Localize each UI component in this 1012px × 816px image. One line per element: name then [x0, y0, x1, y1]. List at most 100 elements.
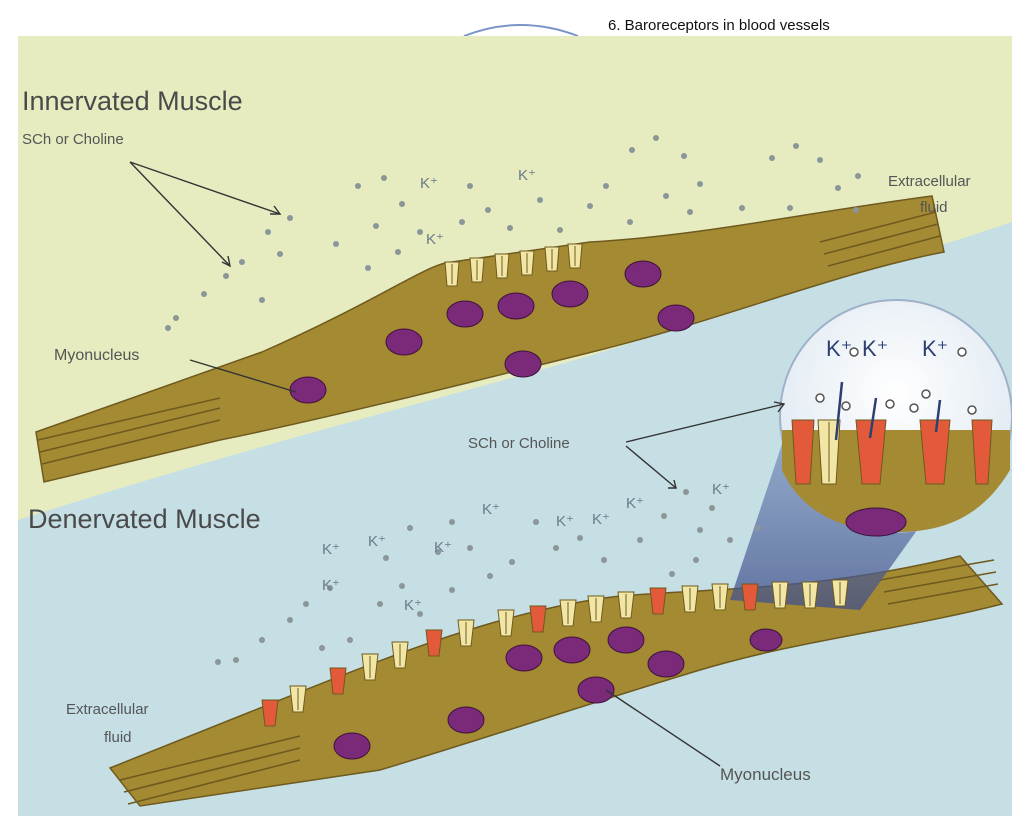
receptor-channel [330, 668, 346, 694]
molecule [239, 259, 245, 265]
receptor-channel [445, 262, 459, 286]
molecule [467, 545, 473, 551]
molecule [727, 537, 733, 543]
molecule [347, 637, 353, 643]
k-ion-label: K⁺ [322, 541, 340, 558]
myonucleus [578, 677, 614, 703]
k-ion-label: K⁺ [922, 336, 948, 361]
molecule [383, 555, 389, 561]
molecule [669, 571, 675, 577]
molecule [377, 601, 383, 607]
myonucleus [554, 637, 590, 663]
molecule [817, 157, 823, 163]
molecule [627, 219, 633, 225]
molecule [769, 155, 775, 161]
receptor-channel [618, 592, 634, 618]
molecule [683, 489, 689, 495]
receptor-channel [392, 642, 408, 668]
myonucleus [608, 627, 644, 653]
zoom-inset: K⁺ K⁺ K⁺ [780, 300, 1012, 536]
myonucleus-label: Myonucleus [720, 765, 811, 784]
k-ion-label: K⁺ [404, 597, 422, 614]
molecule [165, 325, 171, 331]
molecule [287, 617, 293, 623]
myonucleus-label: Myonucleus [54, 347, 139, 364]
k-ion-label: K⁺ [556, 513, 574, 530]
receptor-channel [772, 582, 788, 608]
header-strip [0, 0, 1012, 36]
k-ion-label: K⁺ [368, 533, 386, 550]
molecule [533, 519, 539, 525]
receptor-channel [426, 630, 442, 656]
molecule [603, 183, 609, 189]
molecule [395, 249, 401, 255]
molecule [557, 227, 563, 233]
header-text: 6. Baroreceptors in blood vessels [608, 17, 830, 34]
molecule [259, 297, 265, 303]
receptor-channel [972, 420, 992, 484]
molecule [319, 645, 325, 651]
molecule [681, 153, 687, 159]
molecule [787, 205, 793, 211]
k-ion-label: K⁺ [626, 495, 644, 512]
receptor-channel [498, 610, 514, 636]
molecule [467, 183, 473, 189]
molecule [333, 241, 339, 247]
denervated-muscle-title: Denervated Muscle [28, 504, 261, 534]
myonucleus [506, 645, 542, 671]
receptor-channel [588, 596, 604, 622]
molecule [855, 173, 861, 179]
myonucleus [648, 651, 684, 677]
myonucleus [552, 281, 588, 307]
innervated-muscle-title: Innervated Muscle [22, 86, 243, 116]
molecule [355, 183, 361, 189]
molecule [601, 557, 607, 563]
myonucleus [658, 305, 694, 331]
receptor-channel [470, 258, 484, 282]
molecule [835, 185, 841, 191]
k-ion-label: K⁺ [420, 175, 438, 192]
extracellular-fluid-label: Extracellular [888, 173, 971, 190]
molecule [687, 209, 693, 215]
receptor-channel [832, 580, 848, 606]
molecule [739, 205, 745, 211]
molecule [793, 143, 799, 149]
myonucleus [625, 261, 661, 287]
receptor-channel [742, 584, 758, 610]
k-ion-label: K⁺ [862, 336, 888, 361]
molecule [223, 273, 229, 279]
molecule [173, 315, 179, 321]
receptor-channel [802, 582, 818, 608]
molecule [661, 513, 667, 519]
k-ion-label: K⁺ [826, 336, 852, 361]
molecule [663, 193, 669, 199]
molecule [407, 525, 413, 531]
extracellular-fluid-label: fluid [920, 199, 948, 216]
receptor-channel [682, 586, 698, 612]
sch-choline-label: SCh or Choline [22, 131, 124, 148]
molecule [853, 207, 859, 213]
extracellular-fluid-label: Extracellular [66, 701, 149, 718]
k-ion-label: K⁺ [482, 501, 500, 518]
molecule [459, 219, 465, 225]
myonucleus [386, 329, 422, 355]
receptor-channel [650, 588, 666, 614]
molecule [277, 251, 283, 257]
molecule [287, 215, 293, 221]
molecule [449, 519, 455, 525]
molecule [449, 587, 455, 593]
receptor-channel [545, 247, 559, 271]
k-ion-label: K⁺ [434, 539, 452, 556]
molecule [553, 545, 559, 551]
myonucleus [334, 733, 370, 759]
molecule [485, 207, 491, 213]
molecule [303, 601, 309, 607]
molecule [577, 535, 583, 541]
molecule [399, 201, 405, 207]
molecule [693, 557, 699, 563]
molecule [537, 197, 543, 203]
molecule [697, 181, 703, 187]
molecule [755, 525, 761, 531]
molecule [365, 265, 371, 271]
